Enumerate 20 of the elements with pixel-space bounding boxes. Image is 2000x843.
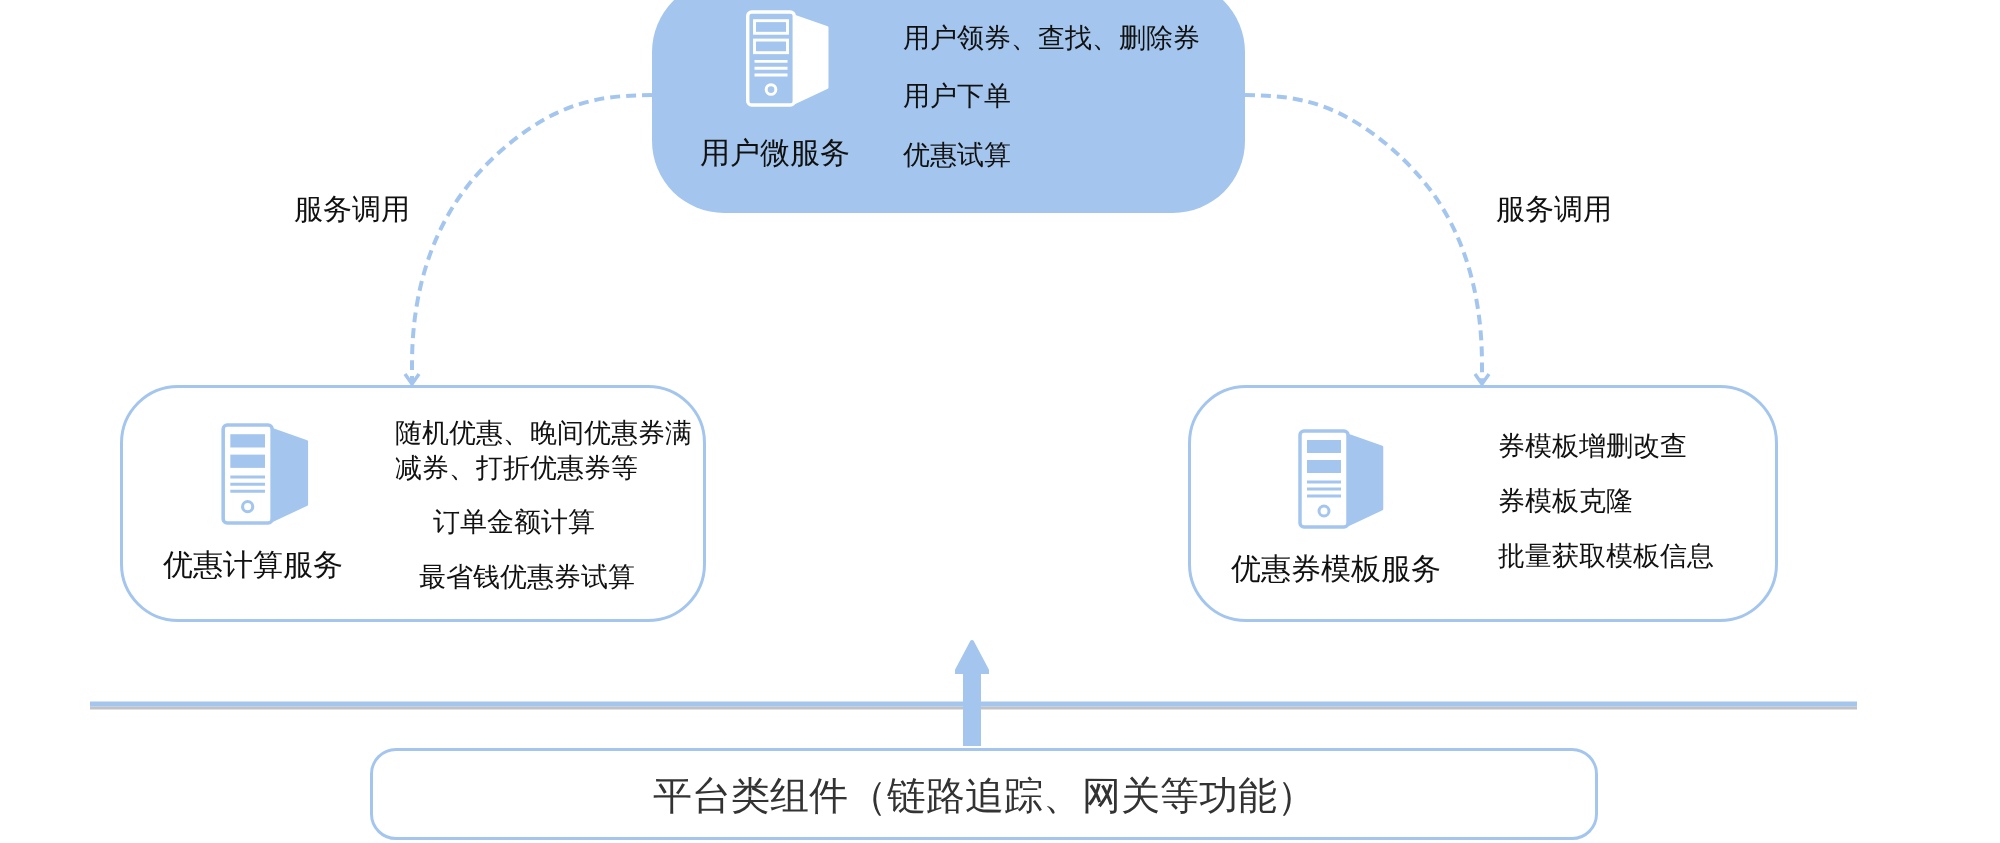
feature-text: 最省钱优惠券试算 [419,561,635,594]
service-box [652,0,1245,213]
service-box [120,385,706,622]
dashed-arrow [1244,93,1491,386]
feature-text: 批量获取模板信息 [1498,540,1714,573]
feature-text: 订单金额计算 [433,506,595,539]
platform-label: 平台类组件（链路追踪、网关等功能） [651,773,1317,820]
feature-text: 用户领券、查找、删除券 [903,22,1200,55]
dashed-arrow [403,93,653,386]
feature-text: 优惠试算 [903,139,1011,172]
platform-box [370,748,1598,840]
feature-text: 券模板增删改查 [1498,430,1687,463]
service-title: 优惠计算服务 [163,547,343,583]
feature-text: 随机优惠、晚间优惠券满减券、打折优惠券等 [395,416,693,486]
service-title: 用户微服务 [700,135,850,171]
service-box [1188,385,1778,622]
service-title: 优惠券模板服务 [1231,551,1441,587]
feature-text: 用户下单 [903,80,1011,113]
thick-arrow [953,640,991,746]
feature-text: 券模板克隆 [1498,485,1633,518]
